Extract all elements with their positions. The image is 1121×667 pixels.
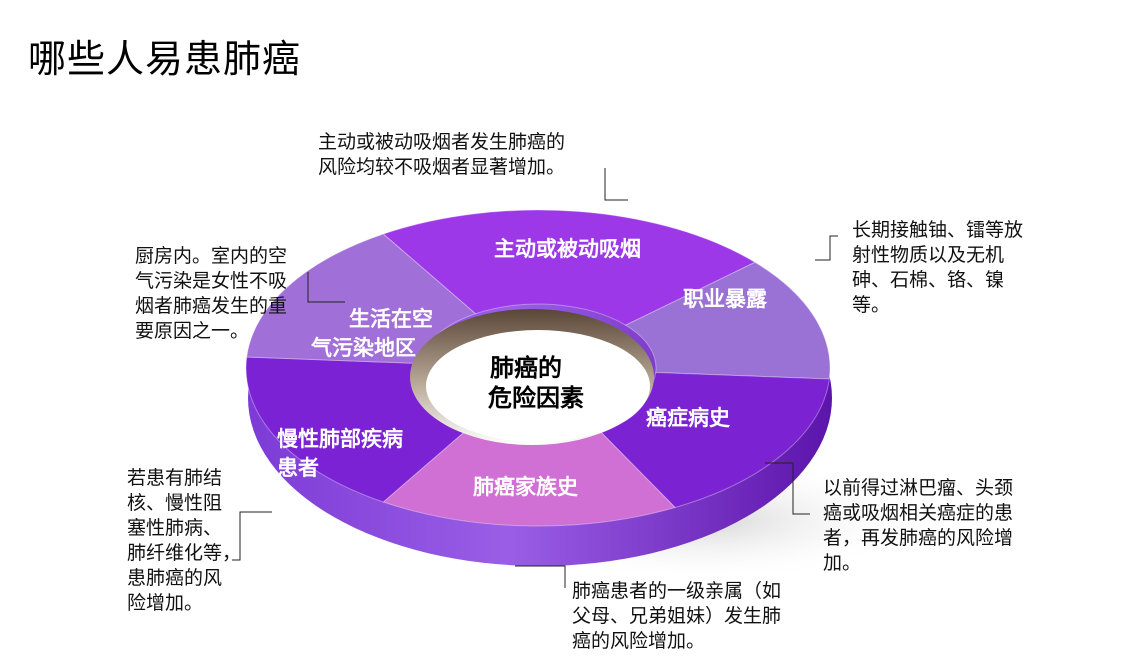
leader-smoking bbox=[604, 168, 628, 201]
segment-label-air-pollution: 生活在空 气污染地区 bbox=[311, 307, 433, 360]
callout-occupational: 长期接触铀、镭等放 射性物质以及无机 砷、石棉、铬、镍 等。 bbox=[852, 219, 1024, 316]
segment-label-cancer-history: 癌症病史 bbox=[646, 406, 730, 430]
segment-occupational bbox=[624, 261, 831, 380]
page-title: 哪些人易患肺癌 bbox=[28, 37, 302, 81]
wheel-segments bbox=[245, 209, 831, 527]
leader-occupational bbox=[815, 235, 838, 261]
segment-smoking bbox=[382, 209, 757, 326]
callout-cancer-history: 以前得过淋巴瘤、头颈 癌或吸烟相关癌症的患 者，再发肺癌的风险增 加。 bbox=[823, 477, 1014, 574]
callout-chronic-lung: 若患有肺结 核、慢性阻 塞性肺病、 肺纤维化等， 患肺癌的风 险增加。 bbox=[127, 467, 242, 614]
leader-cancer-history bbox=[765, 462, 810, 515]
segment-label-occupational: 职业暴露 bbox=[683, 287, 767, 311]
center-face bbox=[426, 330, 650, 442]
callout-air-pollution: 厨房内。室内的空 气污染是女性不吸 烟者肺癌发生的重 要原因之一。 bbox=[135, 245, 288, 342]
segment-label-smoking: 主动或被动吸烟 bbox=[494, 237, 641, 261]
callout-family-history: 肺癌患者的一级亲属（如 父母、兄弟姐妹）发生肺 癌的风险增加。 bbox=[572, 580, 782, 652]
leader-air-pollution bbox=[307, 272, 345, 303]
center-label: 肺癌的 危险因素 bbox=[488, 354, 584, 412]
leader-family-history bbox=[515, 565, 566, 588]
segment-label-family-history: 肺癌家族史 bbox=[473, 475, 578, 499]
segment-label-chronic-lung: 慢性肺部疾病 患者 bbox=[277, 427, 403, 480]
callout-smoking: 主动或被动吸烟者发生肺癌的 风险均较不吸烟者显著增加。 bbox=[318, 131, 566, 178]
leader-chronic-lung bbox=[232, 511, 272, 561]
leader-lines bbox=[232, 168, 838, 588]
